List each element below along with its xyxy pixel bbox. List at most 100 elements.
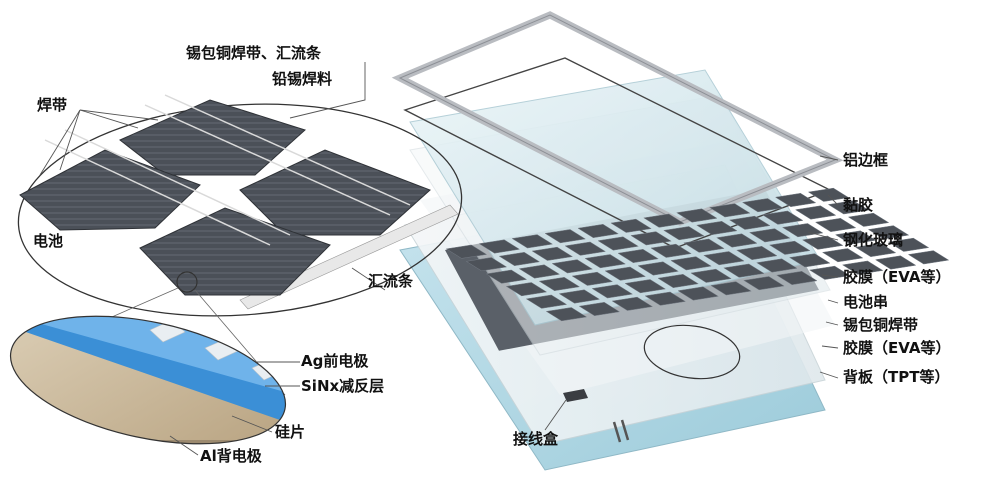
solar-cell — [756, 258, 798, 273]
solar-cell — [610, 218, 652, 233]
label-ribbon: 焊带 — [37, 96, 68, 114]
solar-cell — [478, 239, 521, 254]
solar-cell — [584, 254, 627, 269]
solar-cell — [545, 307, 588, 322]
solar-cell — [511, 234, 554, 249]
solar-cell — [834, 230, 877, 245]
solar-cell — [788, 253, 831, 268]
cell-string-highlight — [643, 324, 741, 380]
label-tinned-copper-ribbon: 锡包铜焊带 — [843, 316, 919, 334]
solar-cell — [630, 231, 672, 246]
solar-cell — [847, 212, 890, 227]
solar-cell — [723, 263, 765, 278]
solar-cell — [743, 276, 785, 291]
solar-cell — [676, 208, 718, 223]
cross-section-oval — [0, 300, 297, 466]
solar-cell — [821, 248, 864, 263]
solar-cell — [716, 233, 758, 248]
solar-cell — [498, 252, 541, 266]
label-eva-film-top: 胶膜（EVA等） — [843, 268, 951, 286]
closeup-ellipse — [17, 103, 463, 317]
label-cell-string: 电池串 — [843, 293, 889, 311]
label-cell: 电池 — [33, 232, 64, 250]
label-adhesive: 黏胶 — [843, 196, 874, 214]
solar-cell — [728, 215, 771, 230]
solar-cell — [525, 294, 568, 309]
solar-cell — [807, 187, 850, 202]
closeup-cells — [19, 94, 459, 310]
label-busbar: 汇流条 — [368, 272, 414, 290]
solar-cell — [637, 261, 679, 276]
solar-cell — [505, 282, 548, 297]
solar-cell — [611, 296, 654, 311]
solar-cell — [465, 257, 508, 272]
solar-cell — [624, 279, 667, 294]
solar-cell — [814, 218, 857, 232]
leader-lines — [39, 62, 839, 456]
solar-cell — [683, 238, 725, 253]
solar-cell — [677, 286, 719, 301]
label-aluminum-frame: 铝边框 — [843, 151, 889, 169]
solar-cell — [741, 198, 784, 213]
solar-cell — [657, 274, 699, 288]
solar-cell — [827, 200, 870, 215]
label-al-back-electrode: Al背电极 — [200, 447, 262, 465]
solar-cell — [485, 269, 528, 284]
solar-cell — [854, 243, 897, 257]
solar-cell — [518, 264, 561, 279]
closeup-detail-circle — [176, 271, 198, 293]
solar-cell — [544, 229, 587, 244]
label-eva-film-bottom: 胶膜（EVA等） — [843, 339, 951, 357]
solar-cell — [874, 255, 917, 270]
solar-cell — [650, 243, 692, 258]
label-backsheet: 背板（TPT等） — [843, 368, 950, 386]
cell-string — [445, 187, 950, 322]
solar-cell — [558, 289, 601, 304]
solar-cell — [445, 244, 488, 259]
solar-cell — [703, 251, 745, 266]
label-silicon-wafer: 硅片 — [275, 423, 306, 441]
label-tempered-glass: 钢化玻璃 — [843, 231, 904, 249]
label-ag-front-electrode: Ag前电极 — [301, 352, 369, 370]
label-sinx-ar-layer: SiNx减反层 — [301, 377, 385, 395]
solar-cell — [571, 271, 614, 286]
solar-cell — [736, 246, 778, 260]
solar-cell — [801, 235, 844, 250]
label-ribbon-busbar: 锡包铜焊带、汇流条 — [186, 44, 322, 62]
solar-cell — [531, 246, 574, 261]
solar-cell — [708, 203, 751, 218]
solar-cell — [591, 284, 634, 299]
solar-cell — [907, 250, 950, 265]
solar-cell — [644, 291, 687, 306]
label-junction-box: 接线盒 — [513, 430, 559, 448]
solar-cell — [663, 226, 705, 241]
solar-cell — [597, 236, 639, 251]
solar-cell — [887, 237, 930, 252]
label-lead-tin-solder: 铅锡焊料 — [272, 70, 333, 88]
junction-box — [563, 389, 630, 443]
solar-cell — [577, 224, 619, 238]
solar-cell — [604, 266, 647, 281]
busbar-strip — [239, 204, 459, 310]
solar-cell — [551, 259, 594, 274]
solar-cell — [643, 213, 685, 228]
solar-cell — [768, 240, 811, 255]
solar-cell — [841, 260, 884, 275]
solar-cell — [776, 271, 818, 285]
solar-cell — [538, 277, 581, 291]
solar-cell — [696, 221, 738, 235]
solar-cell — [774, 193, 817, 207]
solar-cell — [794, 205, 837, 220]
solar-cell — [808, 265, 851, 280]
solar-cell — [564, 241, 607, 256]
solar-cell — [617, 249, 659, 263]
solar-cell — [761, 210, 804, 225]
solar-cell — [748, 228, 791, 243]
solar-cell — [670, 256, 712, 271]
solar-cell — [867, 225, 910, 240]
solar-cell — [578, 302, 621, 316]
solar-cell — [690, 268, 732, 283]
solar-cell — [710, 281, 752, 296]
